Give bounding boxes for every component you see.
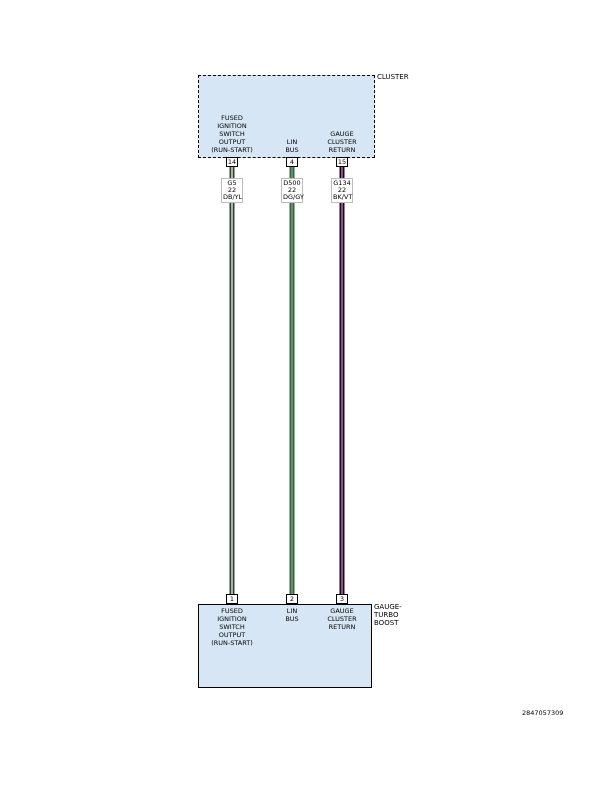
gauge-pin-label-2: LIN BUS: [285, 607, 299, 623]
wire-color: DB/YL: [223, 193, 243, 201]
wire-circuit: G5: [227, 179, 237, 187]
wire-circuit: D500: [283, 179, 301, 187]
cluster-component: [198, 75, 375, 158]
wire-gauge: 22: [287, 186, 297, 194]
gauge-pin-label-3: GAUGE CLUSTER RETURN: [327, 607, 357, 631]
wire-circuit: G134: [333, 179, 351, 187]
cluster-pin-label-2: LIN BUS: [285, 138, 299, 154]
gauge-turbo-boost-component: [198, 604, 372, 688]
cluster-pin-14: 14: [226, 157, 238, 167]
wire-tag-g134: G134 22 BK/VT: [331, 178, 353, 203]
gauge-pin-2: 2: [286, 594, 298, 604]
gauge-pin-1: 1: [226, 594, 238, 604]
cluster-pin-4: 4: [286, 157, 298, 167]
wire-gauge: 22: [337, 186, 347, 194]
wire-gauge: 22: [227, 186, 237, 194]
cluster-pin-15: 15: [336, 157, 348, 167]
wire-tag-d500: D500 22 DG/GY: [281, 178, 304, 203]
cluster-pin-label-3: GAUGE CLUSTER RETURN: [327, 130, 357, 154]
gauge-name: GAUGE- TURBO BOOST: [374, 603, 402, 627]
cluster-pin-label-1: FUSED IGNITION SWITCH OUTPUT (RUN-START): [211, 114, 253, 154]
figure-id: 2847057309: [522, 709, 564, 717]
wire-color: DG/GY: [283, 193, 304, 201]
wire-color: BK/VT: [333, 193, 353, 201]
gauge-pin-label-1: FUSED IGNITION SWITCH OUTPUT (RUN-START): [211, 607, 253, 647]
cluster-name: CLUSTER: [377, 73, 409, 81]
wire-tag-g5: G5 22 DB/YL: [221, 178, 243, 203]
gauge-pin-3: 3: [336, 594, 348, 604]
